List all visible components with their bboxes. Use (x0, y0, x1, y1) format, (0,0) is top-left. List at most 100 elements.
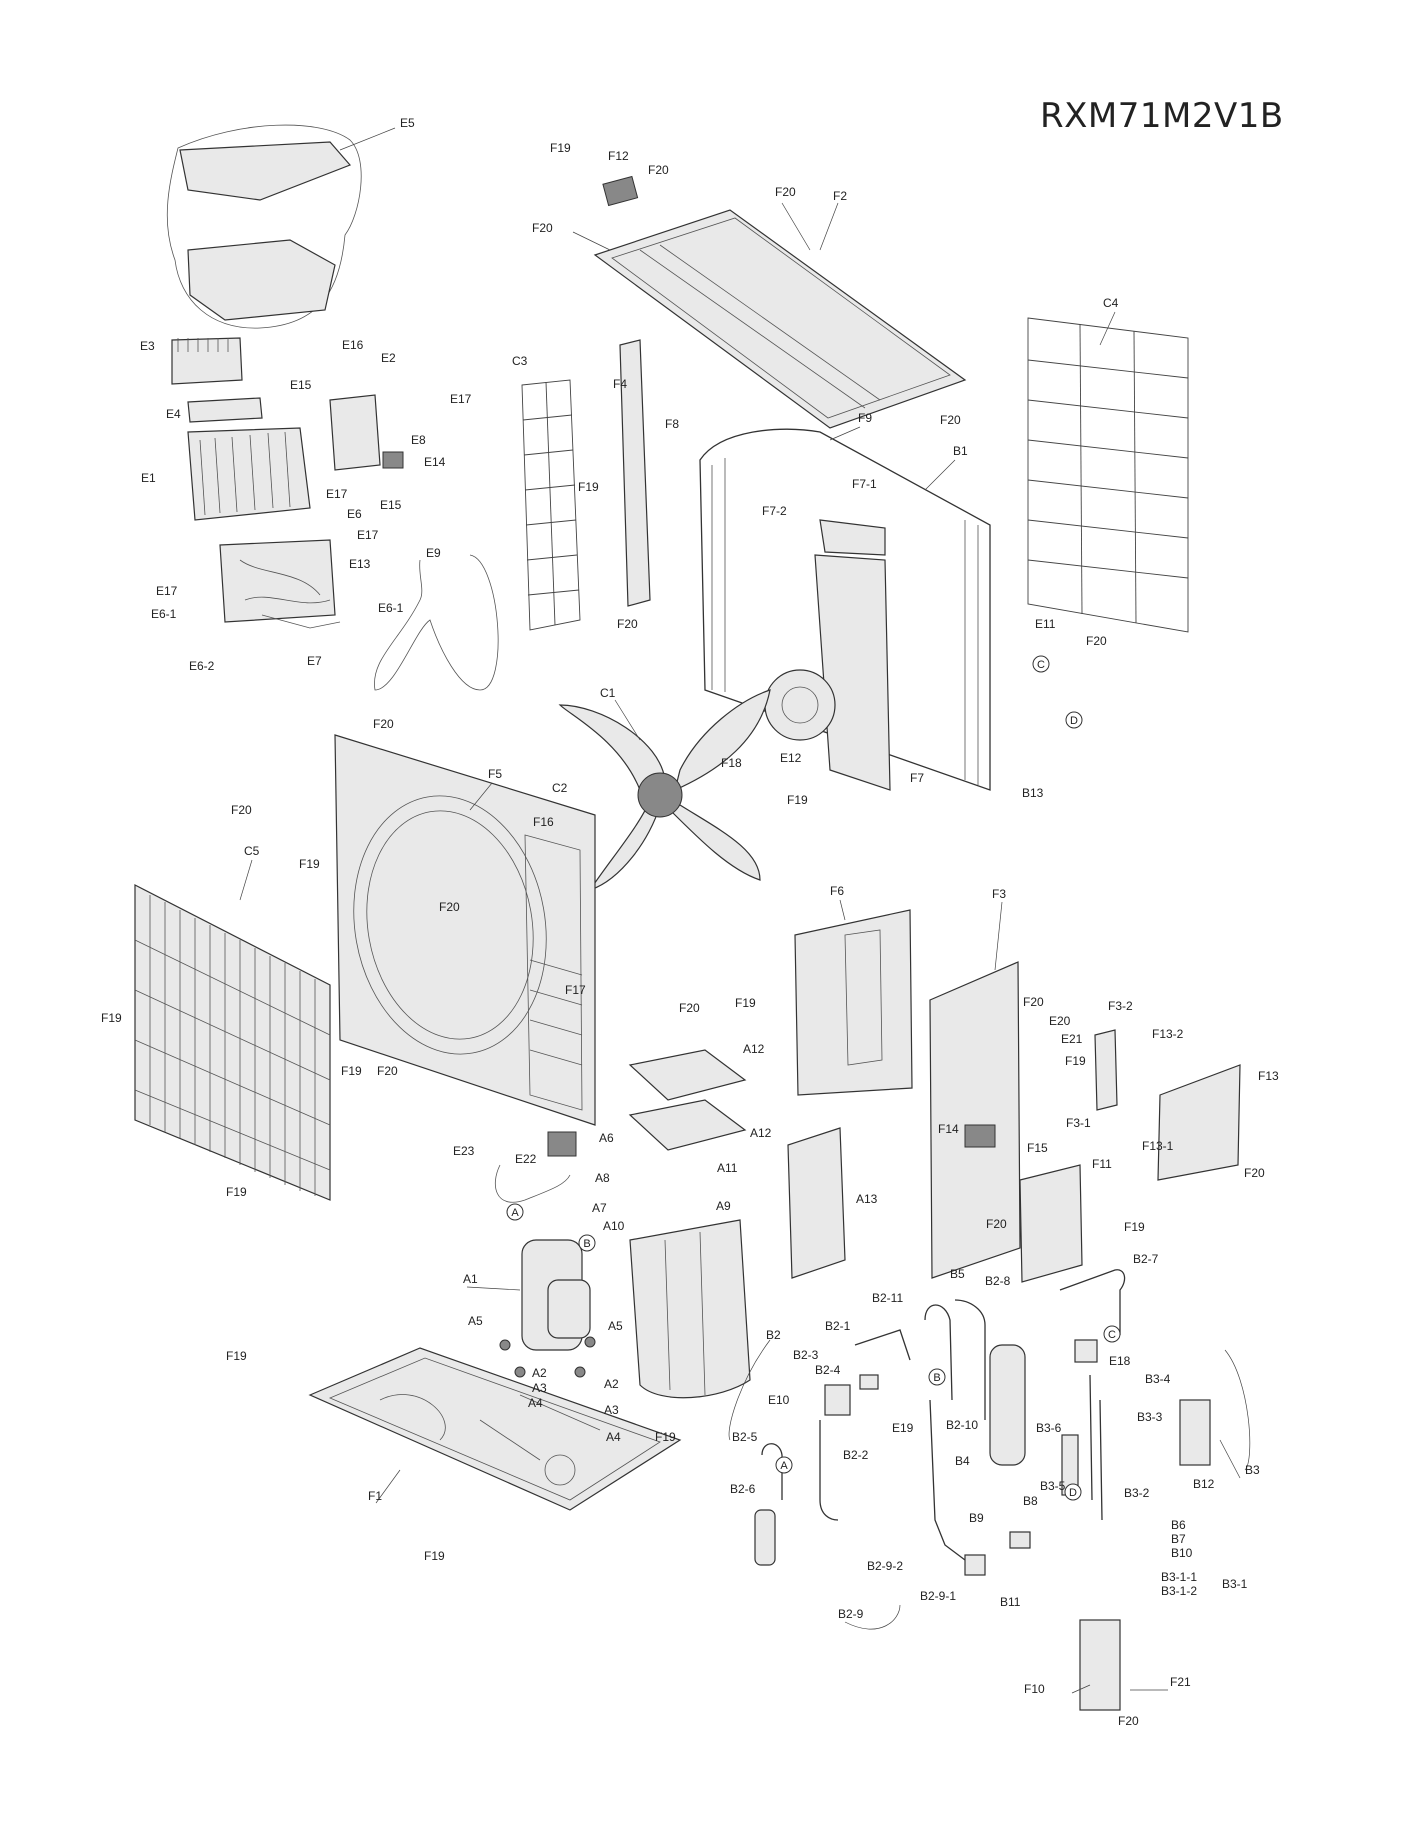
part-label-f20e: F20 (617, 617, 638, 631)
a13-partition (787, 1127, 846, 1279)
part-label-f13-1: F13-1 (1142, 1139, 1174, 1153)
part-label-a13: A13 (856, 1192, 878, 1206)
part-label-e9: E9 (426, 546, 441, 560)
part-label-a2a: A2 (532, 1366, 547, 1380)
part-label-e8: E8 (411, 433, 426, 447)
part-label-e17b: E17 (326, 487, 348, 501)
part-label-a4b: A4 (606, 1430, 621, 1444)
part-label-e22: E22 (515, 1152, 537, 1166)
part-label-b5: B5 (950, 1267, 965, 1281)
f13-service-cover (1157, 1064, 1241, 1181)
f2-top-panel (593, 175, 967, 429)
c5-front-grille (134, 884, 331, 1201)
part-label-b3-6: B3-6 (1036, 1421, 1062, 1435)
part-label-a8: A8 (595, 1171, 610, 1185)
f5-front-panel (334, 734, 596, 1126)
a9-compressor-cover (629, 1219, 751, 1399)
part-label-f20g: F20 (373, 717, 394, 731)
svg-text:A: A (780, 1460, 788, 1472)
svg-text:C: C (1037, 659, 1045, 671)
part-label-f19m: F19 (424, 1549, 445, 1563)
part-label-a10: A10 (603, 1219, 625, 1233)
part-label-e6-1a: E6-1 (151, 607, 177, 621)
connection-marker-c: C (1103, 1325, 1121, 1343)
part-label-c1: C1 (600, 686, 616, 700)
svg-text:D: D (1070, 715, 1078, 727)
svg-text:B: B (933, 1372, 940, 1384)
part-label-f19d: F19 (299, 857, 320, 871)
part-label-b2-10: B2-10 (946, 1418, 978, 1432)
e23-wire (494, 1164, 571, 1203)
connection-marker-c: C (1032, 655, 1050, 673)
part-label-b3-2: B3-2 (1124, 1486, 1150, 1500)
part-label-f20h: F20 (231, 803, 252, 817)
part-label-e2: E2 (381, 351, 396, 365)
part-label-f3-1: F3-1 (1066, 1116, 1091, 1130)
part-label-a5a: A5 (468, 1314, 483, 1328)
part-label-f4: F4 (613, 377, 627, 391)
part-label-b12: B12 (1193, 1477, 1215, 1491)
part-label-f20b: F20 (775, 185, 796, 199)
part-label-f11: F11 (1092, 1157, 1112, 1171)
electrical-box-assembly (171, 337, 404, 629)
part-label-b2-9-2: B2-9-2 (867, 1559, 903, 1573)
part-label-a2b: A2 (604, 1377, 619, 1391)
a6-terminal-cover (547, 1131, 577, 1157)
leader-lines (239, 202, 1251, 1694)
c1-fan-propeller (558, 689, 771, 892)
part-label-b2-4: B2-4 (815, 1363, 841, 1377)
f3-side-panel (929, 961, 1021, 1279)
part-label-f20a: F20 (648, 163, 669, 177)
part-label-f7-2: F7-2 (762, 504, 787, 518)
part-label-f10: F10 (1024, 1682, 1045, 1696)
part-label-a5b: A5 (608, 1319, 623, 1333)
f11-cover (1019, 1164, 1083, 1283)
part-label-e19: E19 (892, 1421, 914, 1435)
f3-2-bracket (1094, 1029, 1118, 1111)
part-label-e10: E10 (768, 1393, 790, 1407)
part-label-f19l: F19 (655, 1430, 676, 1444)
part-label-f2: F2 (833, 189, 847, 203)
part-label-f20j: F20 (679, 1001, 700, 1015)
b2-piping-assembly (754, 1269, 1211, 1711)
part-label-e15b: E15 (380, 498, 402, 512)
part-label-f20l: F20 (377, 1064, 398, 1078)
part-label-a6: A6 (599, 1131, 614, 1145)
part-label-b7: B7 (1171, 1532, 1186, 1546)
part-label-e14: E14 (424, 455, 446, 469)
part-label-f19h: F19 (341, 1064, 362, 1078)
part-label-e7: E7 (307, 654, 322, 668)
svg-text:A: A (511, 1207, 519, 1219)
part-label-f20k: F20 (1023, 995, 1044, 1009)
part-label-b3-1-2: B3-1-2 (1161, 1584, 1197, 1598)
part-label-f6: F6 (830, 884, 844, 898)
part-label-e13: E13 (349, 557, 371, 571)
part-label-f12: F12 (608, 149, 629, 163)
part-label-a7: A7 (592, 1201, 607, 1215)
part-label-f3-2: F3-2 (1108, 999, 1133, 1013)
part-label-e15a: E15 (290, 378, 312, 392)
svg-text:C: C (1108, 1329, 1116, 1341)
part-label-e20: E20 (1049, 1014, 1071, 1028)
part-label-f15: F15 (1027, 1141, 1048, 1155)
part-label-f19f: F19 (101, 1011, 122, 1025)
part-label-f20i: F20 (439, 900, 460, 914)
part-label-f20m: F20 (1244, 1166, 1265, 1180)
part-label-f19k: F19 (226, 1349, 247, 1363)
part-label-e17a: E17 (450, 392, 472, 406)
part-label-e5: E5 (400, 116, 415, 130)
part-label-f14: F14 (938, 1122, 959, 1136)
connection-marker-d: D (1065, 711, 1083, 729)
part-label-e21: E21 (1061, 1032, 1083, 1046)
part-label-f1: F1 (368, 1489, 382, 1503)
part-label-a4a: A4 (528, 1396, 543, 1410)
e5-electrical-box-cover (166, 124, 396, 329)
part-label-e12: E12 (780, 751, 802, 765)
a12-sound-insulation (628, 1049, 747, 1151)
part-label-f7-1: F7-1 (852, 477, 877, 491)
part-label-c4: C4 (1103, 296, 1119, 310)
f4-post (619, 339, 651, 607)
part-label-b6: B6 (1171, 1518, 1186, 1532)
part-label-f20n: F20 (986, 1217, 1007, 1231)
